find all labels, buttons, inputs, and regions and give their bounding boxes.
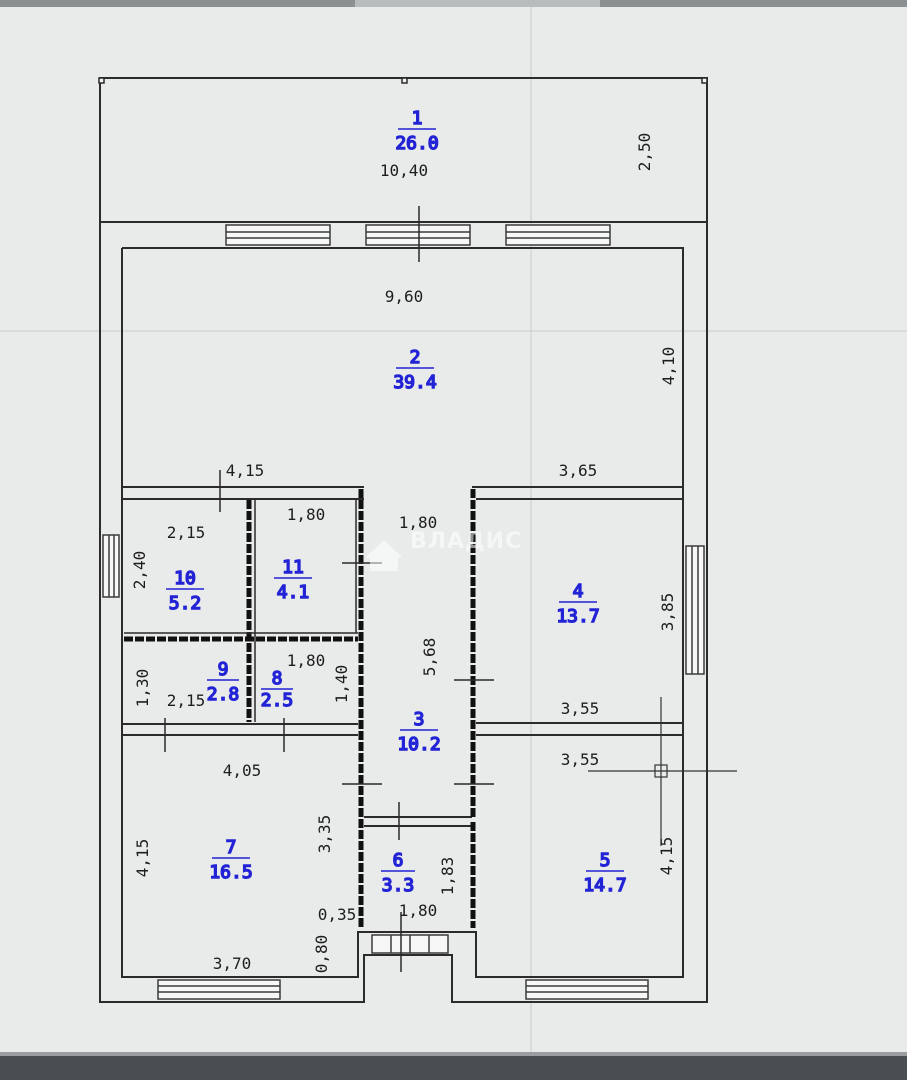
window-top-1 xyxy=(225,224,331,246)
svg-text:3: 3 xyxy=(414,709,425,730)
dim-room5-height: 4,15 xyxy=(657,837,676,876)
partition-edges xyxy=(124,500,358,722)
svg-text:2.5: 2.5 xyxy=(261,690,294,711)
svg-text:3.3: 3.3 xyxy=(382,875,415,896)
house-logo-icon xyxy=(367,540,401,571)
room-labels: 126.0 239.4 310.2 413.7 514.7 63.3 716.5… xyxy=(166,107,628,897)
dim-room10-width: 2,15 xyxy=(167,523,206,542)
window-top-3 xyxy=(505,224,611,246)
svg-text:14.7: 14.7 xyxy=(583,875,626,896)
room-4-label: 413.7 xyxy=(556,580,601,628)
svg-text:2: 2 xyxy=(410,347,421,368)
svg-text:10: 10 xyxy=(174,568,196,589)
dim-room5-top-width: 3,55 xyxy=(561,750,600,769)
svg-text:8: 8 xyxy=(272,668,283,689)
window-bottom-left xyxy=(157,979,281,1000)
dim-room4-bottom-width: 3,55 xyxy=(561,699,600,718)
windows xyxy=(102,224,705,1000)
room-5-label: 514.7 xyxy=(583,849,628,897)
dim-corridor-width: 1,80 xyxy=(399,513,438,532)
svg-text:13.7: 13.7 xyxy=(556,606,599,627)
room-6-label: 63.3 xyxy=(381,849,415,897)
bottom-status-edge xyxy=(0,1052,907,1056)
svg-text:5.2: 5.2 xyxy=(169,593,202,614)
dim-room11-width: 1,80 xyxy=(287,505,326,524)
dim-room7-right-height: 3,35 xyxy=(315,815,334,854)
dim-terrace-width: 10,40 xyxy=(380,161,428,180)
dim-room4-height: 3,85 xyxy=(658,593,677,632)
svg-text:10.2: 10.2 xyxy=(397,734,440,755)
dim-room8-height: 1,40 xyxy=(332,665,351,704)
dim-room10-height: 2,40 xyxy=(130,551,149,590)
corner-markers xyxy=(98,77,708,84)
floor-plan-drawing[interactable]: ВЛАДИС 126.0 239.4 310.2 413.7 514.7 63.… xyxy=(0,0,907,1052)
room-1-label: 126.0 xyxy=(395,107,440,155)
svg-text:5: 5 xyxy=(600,850,611,871)
dim-room8-width: 1,80 xyxy=(287,651,326,670)
dim-room7-width: 4,05 xyxy=(223,761,262,780)
dim-room9-width: 2,15 xyxy=(167,691,206,710)
svg-text:11: 11 xyxy=(282,557,304,578)
svg-text:16.5: 16.5 xyxy=(209,862,252,883)
window-top-2 xyxy=(365,224,471,246)
room-3-label: 310.2 xyxy=(397,708,442,756)
crosshair-cursor[interactable] xyxy=(588,697,737,846)
dim-hall-depth: 4,10 xyxy=(659,347,678,386)
window-left xyxy=(102,534,120,598)
interior-walls xyxy=(122,486,683,827)
svg-text:4.1: 4.1 xyxy=(277,582,310,603)
dim-entry-depth: 0,80 xyxy=(312,935,331,974)
dim-room9-height: 1,30 xyxy=(133,669,152,708)
watermark-text: ВЛАДИС xyxy=(410,529,522,554)
dim-corridor-length: 5,68 xyxy=(420,638,439,677)
thin-partitions xyxy=(124,489,476,928)
svg-text:2.8: 2.8 xyxy=(207,684,240,705)
room-11-label: 114.1 xyxy=(274,556,312,604)
dim-room7-height: 4,15 xyxy=(133,839,152,878)
dim-terrace-depth: 2,50 xyxy=(635,133,654,172)
dim-left-block-width: 4,15 xyxy=(226,461,265,480)
guide-lines xyxy=(0,7,907,1052)
room-9-label: 92.8 xyxy=(206,658,240,706)
dim-step: 0,35 xyxy=(318,905,357,924)
svg-text:9: 9 xyxy=(218,659,229,680)
entry-steps xyxy=(371,934,449,954)
window-right xyxy=(685,545,705,675)
dim-hall-width: 9,60 xyxy=(385,287,424,306)
dim-entry-width: 1,80 xyxy=(399,901,438,920)
dim-right-block-width: 3,65 xyxy=(559,461,598,480)
window-bottom-right xyxy=(525,979,649,1000)
svg-text:39.4: 39.4 xyxy=(393,372,436,393)
room-2-label: 239.4 xyxy=(393,346,438,394)
svg-text:1: 1 xyxy=(412,108,423,129)
dimension-labels: 10,40 2,50 9,60 4,10 4,15 3,65 2,15 2,40… xyxy=(130,133,678,974)
bottom-status-strip xyxy=(0,1052,907,1080)
room-8-label: 82.5 xyxy=(260,667,294,712)
svg-text:6: 6 xyxy=(393,850,404,871)
svg-text:26.0: 26.0 xyxy=(395,133,438,154)
dim-room6-height: 1,83 xyxy=(438,857,457,896)
watermark: ВЛАДИС xyxy=(367,529,522,571)
top-toolbar-tab xyxy=(355,0,600,7)
svg-text:7: 7 xyxy=(226,837,237,858)
room-10-label: 105.2 xyxy=(166,567,204,615)
svg-text:4: 4 xyxy=(573,581,584,602)
dim-room7-bottom-width: 3,70 xyxy=(213,954,252,973)
room-7-label: 716.5 xyxy=(209,836,254,884)
